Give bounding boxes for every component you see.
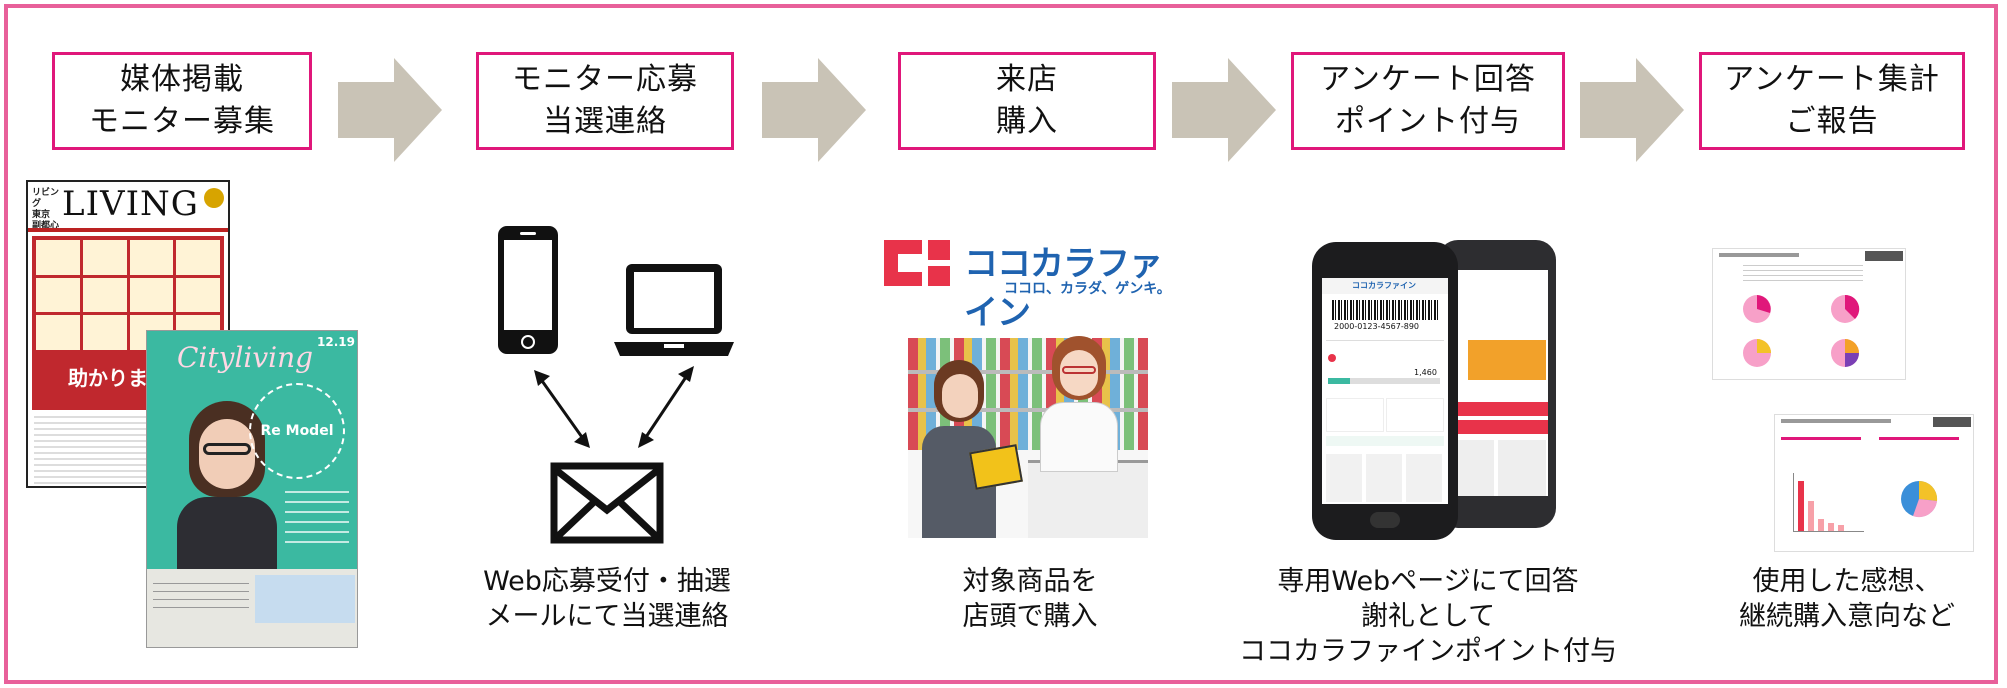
phone-brand-label: ココカラファイン (1352, 281, 1416, 290)
step-box-visit: 来店 購入 (898, 52, 1156, 150)
step-box-report-line1: アンケート集計 (1724, 62, 1940, 97)
pie-chart-icon (1901, 480, 1938, 518)
step-box-survey-line1: アンケート回答 (1320, 62, 1536, 97)
cocokara-logo: ココカラファイン ココロ、カラダ、ゲンキ。 (880, 236, 1180, 333)
caption-store-purchase: 対象商品を 店頭で購入 (962, 566, 1098, 632)
cocokara-logo-mark-icon (884, 240, 950, 286)
flow-arrow-icon (762, 58, 866, 162)
report-thumbnail-ranking (1774, 414, 1974, 552)
bar-chart-icon (1793, 473, 1864, 532)
cityliving-model-image (171, 401, 281, 569)
barcode-number: 2000-0123-4567-890 (1334, 322, 1420, 331)
report-thumbnail-profile (1712, 248, 1906, 380)
flow-arrow-icon (338, 58, 442, 162)
cityliving-badge: Re Model (249, 383, 345, 479)
step-box-report: アンケート集計 ご報告 (1699, 52, 1965, 150)
smartphone-front-mockup: ココカラファイン 2000-0123-4567-890 1,460 (1312, 242, 1458, 540)
cityliving-magazine-cover: Cityliving 12.19 Re Model (146, 330, 358, 648)
pie-chart-icon (1743, 295, 1771, 323)
step-box-visit-line1: 来店 (996, 62, 1058, 97)
pie-chart-icon (1831, 339, 1859, 367)
smartphone-icon (498, 226, 558, 354)
laptop-icon (614, 264, 734, 356)
step-box-apply-line1: モニター応募 (512, 62, 698, 97)
store-purchase-illustration (908, 330, 1148, 538)
envelope-icon (550, 462, 664, 544)
caption-report: 使用した感想、 継続購入意向など (1739, 566, 1955, 632)
cityliving-badge-text: Re Model (260, 423, 334, 439)
step-box-visit-line2: 購入 (996, 104, 1058, 139)
brand-tagline: ココロ、カラダ、ゲンキ。 (1004, 281, 1171, 297)
caption-survey-answer: 専用Webページにて回答 謝礼として ココカラファインポイント付与 (1239, 566, 1617, 667)
phone-screen: ココカラファイン 2000-0123-4567-890 1,460 (1322, 278, 1448, 504)
double-arrow-icon (534, 370, 590, 448)
barcode (1332, 300, 1438, 320)
caption-web-application: Web応募受付・抽選 メールにて当選連絡 (483, 566, 731, 632)
step-box-media-line2: モニター募集 (89, 104, 275, 139)
pie-chart-icon (1831, 294, 1860, 323)
brand-name: ココカラファイン (964, 244, 1163, 333)
step-box-media: 媒体掲載 モニター募集 (52, 52, 312, 150)
flow-arrow-icon (1172, 58, 1276, 162)
living-area-label: リビング 東京 副都心 (32, 188, 60, 231)
cityliving-title: Cityliving (177, 341, 314, 374)
pharmacist-figure (1038, 336, 1118, 472)
step-box-apply: モニター応募 当選連絡 (476, 52, 734, 150)
living-title: LIVING (62, 184, 199, 224)
customer-figure (918, 360, 1023, 538)
point-balance: 1,460 (1414, 368, 1437, 377)
step-box-survey: アンケート回答 ポイント付与 (1291, 52, 1565, 150)
step-box-survey-line2: ポイント付与 (1335, 104, 1521, 139)
step-box-apply-line2: 当選連絡 (543, 104, 667, 139)
step-box-report-line2: ご報告 (1785, 104, 1879, 139)
living-magazine-cover: リビング 東京 副都心 LIVING 助かりました (26, 180, 230, 488)
double-arrow-icon (638, 366, 694, 448)
flow-arrow-icon (1580, 58, 1684, 162)
step-box-media-line1: 媒体掲載 (120, 62, 244, 97)
pie-chart-icon (1743, 339, 1771, 367)
cityliving-date: 12.19 (317, 335, 355, 349)
